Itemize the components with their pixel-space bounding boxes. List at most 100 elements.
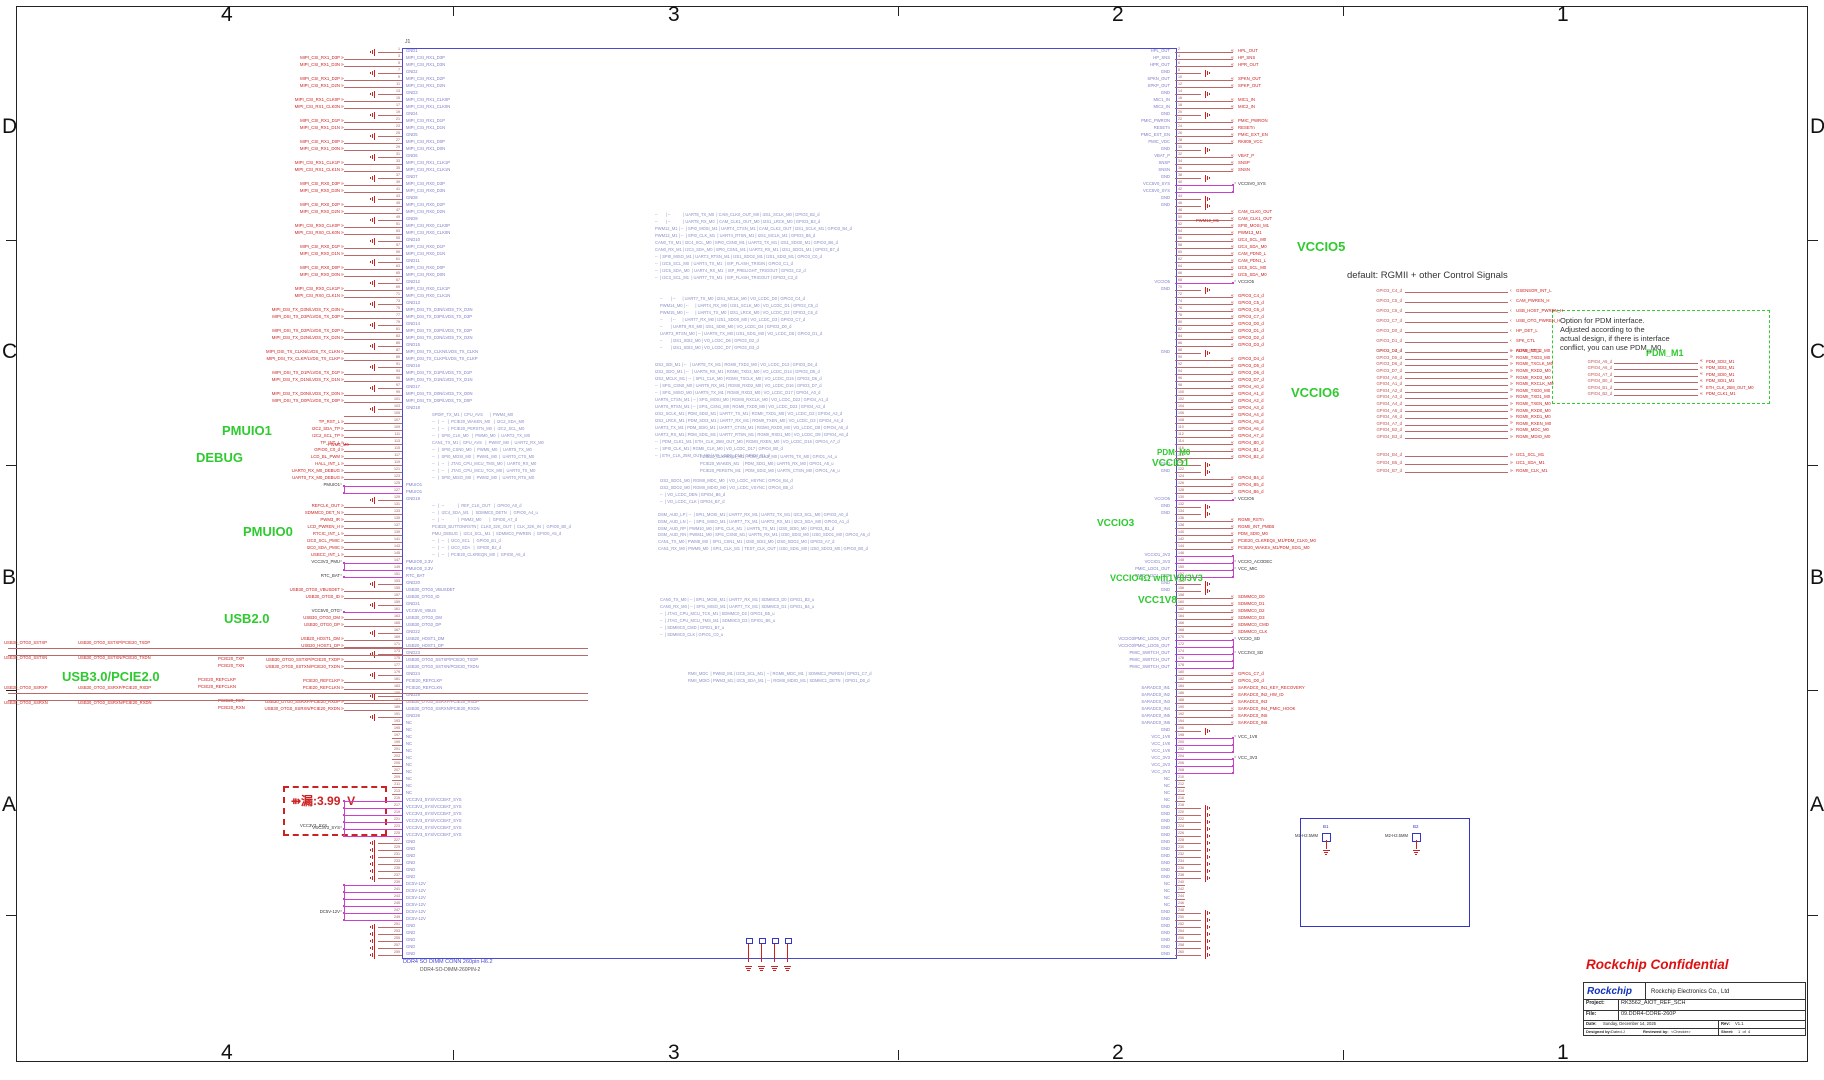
wire	[1175, 633, 1233, 634]
pin-number: 5	[398, 60, 400, 65]
wire	[378, 871, 402, 872]
external-net-label: RGMII_INT_PMEB	[1238, 524, 1275, 530]
pin-number: 106	[1178, 410, 1184, 415]
pin-name: GND4	[406, 111, 418, 117]
chevron-icon: »	[341, 187, 344, 194]
gnd-icon	[1209, 932, 1210, 936]
wire	[1175, 444, 1233, 445]
pin-name: NC	[1163, 776, 1170, 782]
wire	[344, 619, 402, 620]
wire	[344, 899, 402, 900]
chevron-icon: »	[341, 208, 344, 215]
wire	[1175, 416, 1233, 417]
chevron-icon: «	[1231, 691, 1234, 698]
gnd-icon	[372, 672, 373, 678]
gnd-icon	[370, 50, 371, 54]
chevron-icon: »	[1510, 420, 1513, 427]
external-net-label: SARADC0_IN5	[1238, 713, 1268, 719]
gnd-icon	[1207, 511, 1208, 517]
gnd-icon	[372, 938, 373, 944]
wire	[344, 472, 402, 473]
chevron-icon: »	[341, 306, 344, 313]
wire	[344, 682, 402, 683]
junction-dot	[1231, 281, 1235, 285]
wire	[344, 892, 402, 893]
chevron-icon: «	[1231, 131, 1234, 138]
function-net-label: RGMII_TXD2_M0	[1516, 348, 1551, 354]
gpio-net-label: GPIO3_D5_d	[1376, 354, 1402, 360]
wire	[1175, 857, 1201, 858]
chevron-icon: «	[1231, 418, 1234, 425]
chevron-icon: »	[1510, 467, 1513, 474]
pin-number: 64	[1178, 263, 1182, 268]
mux-function-row: PWM15_M0 | -- | UART4_TX_M0 | I2S1_LRCK_…	[660, 310, 818, 315]
pin-number: 17	[396, 102, 400, 107]
wire	[1175, 766, 1233, 767]
external-net-label: SPKN_OUT	[1238, 76, 1262, 82]
pin-name: GND23	[406, 650, 420, 656]
gnd-icon	[372, 301, 373, 307]
wire	[1175, 801, 1185, 802]
sheet-label: Sheet:	[1721, 1029, 1734, 1034]
pin-number: 253	[394, 928, 400, 933]
wire	[344, 395, 402, 396]
gnd-icon	[1205, 111, 1206, 119]
pin-number: 53	[396, 228, 400, 233]
gnd-icon	[1207, 581, 1208, 587]
external-net-label: PCIE20_CLKREQn_M1/PDM_CLK0_M0	[1238, 538, 1316, 544]
wire	[378, 325, 402, 326]
gnd-icon	[370, 260, 371, 264]
external-net-label: MIPI_CSI_RX0_CLK0P	[294, 223, 340, 229]
mux-function-row: -- | -- | UART8_RX_M0 | CAM_CLK1_OUT_M0 …	[655, 219, 821, 224]
external-net-label: GPIO4_A0_d	[1238, 384, 1264, 390]
net-label: USB30_OTG0_SSRXN/PCIE20_RXDN	[78, 700, 152, 705]
wire	[344, 269, 402, 270]
wire	[1175, 794, 1185, 795]
external-net-label: USB30_OTG0_ID	[305, 594, 340, 600]
function-net-label: RGMII_RXD0_M0	[1516, 407, 1551, 413]
pin-number: 257	[394, 942, 400, 947]
chevron-icon: »	[341, 642, 344, 649]
external-net-label: MIPI_CSI_RX0_D2P	[300, 202, 340, 208]
ddr4-sodimm-connector-body	[402, 48, 1177, 959]
pin-number: 7	[398, 67, 400, 72]
wire	[1175, 710, 1233, 711]
external-net-label: SARADC0_IN2_HW_ID	[1238, 692, 1284, 698]
wire	[1415, 840, 1417, 849]
pin-number: 47	[396, 207, 400, 212]
wire	[344, 381, 402, 382]
wire	[1175, 101, 1233, 102]
pin-name: MIPI_CSI_RX1_CLK0P	[406, 97, 450, 103]
external-net-label: MIPI_DSI_TX_D1N/LVDS_TX_D1N	[271, 377, 340, 383]
chevron-icon: «	[1231, 516, 1234, 523]
external-net-label: USB30_OTG0_VBUSDET	[289, 587, 340, 593]
gnd-icon	[374, 692, 375, 700]
pin-number: 249	[394, 914, 400, 919]
power-rail	[344, 486, 345, 494]
pin-number: 124	[1178, 473, 1184, 478]
wire	[344, 444, 402, 445]
gnd-icon	[370, 92, 371, 96]
gnd-icon	[374, 405, 375, 413]
external-net-label: VBAT_P	[1238, 153, 1255, 159]
gnd-icon	[370, 953, 371, 957]
wire	[1175, 122, 1233, 123]
pin-name: MIPI_CSI_RX1_D1P	[406, 118, 445, 124]
wire	[1175, 297, 1233, 298]
pin-name: MIPI_DSI_TX_D0N/LVDS_TX_D0N	[406, 391, 473, 397]
gnd-icon	[1207, 938, 1208, 944]
power-rail	[1233, 738, 1234, 753]
pin-number: 79	[396, 319, 400, 324]
chevron-icon: ‹	[1510, 297, 1512, 304]
pin-name: GND	[1160, 937, 1170, 943]
component-stub	[787, 938, 788, 962]
pin-number: 146	[1178, 550, 1184, 555]
pin-number: 250	[1178, 914, 1184, 919]
wire	[1175, 59, 1233, 60]
map-wire	[1614, 375, 1698, 377]
pin-number: 126	[1178, 480, 1184, 485]
wire	[1175, 850, 1201, 851]
pin-number: 205	[394, 760, 400, 765]
pin-name: MIPI_DSI_TX_D3N/LVDS_TX_D3N	[406, 307, 473, 313]
wire	[392, 759, 402, 760]
